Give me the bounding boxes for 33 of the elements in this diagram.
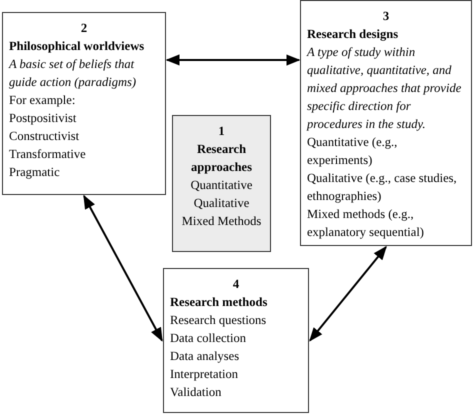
box-item: Interpretation [170, 366, 240, 383]
box-item: Data analyses [170, 348, 240, 365]
box-item: Qualitative (e.g., case studies, ethnographies) [307, 170, 458, 205]
double-arrow [309, 246, 387, 342]
concept-box [2, 12, 166, 195]
double-arrow [166, 54, 300, 66]
box-number: 3 [382, 8, 390, 25]
box-heading: Research methods [170, 294, 268, 311]
box-heading: Research approaches [190, 141, 253, 176]
box-description: A basic set of beliefs that guide action (paradigms) [9, 56, 138, 91]
box-item: Qualitative [192, 195, 250, 212]
box-number: 2 [80, 20, 88, 37]
box-number: 1 [217, 123, 226, 140]
concept-box [172, 115, 271, 252]
concept-box [163, 268, 309, 413]
box-item: Research questions [170, 312, 268, 329]
box-item: For example: [9, 92, 76, 109]
concept-box [300, 0, 472, 246]
box-description: A type of study within qualitative, quantitative, and mixed approaches that provide specific direction for procedures in the study. [307, 44, 462, 133]
box-item: Validation [170, 384, 222, 401]
box-item: Data collection [170, 330, 248, 347]
box-item: Mixed methods (e.g., explanatory sequential) [307, 206, 425, 241]
box-item: Constructivist [9, 128, 80, 145]
box-item: Postpositivist [9, 110, 78, 127]
box-item: Mixed Methods [180, 213, 262, 230]
box-heading: Research designs [307, 26, 400, 43]
box-number: 4 [232, 276, 240, 293]
box-item: Quantitative [190, 177, 254, 194]
box-item: Pragmatic [9, 164, 61, 181]
box-item: Transformative [9, 146, 87, 163]
box-item: Quantitative (e.g., experiments) [307, 134, 398, 169]
double-arrow [83, 194, 163, 342]
box-heading: Philosophical worldviews [9, 38, 146, 55]
